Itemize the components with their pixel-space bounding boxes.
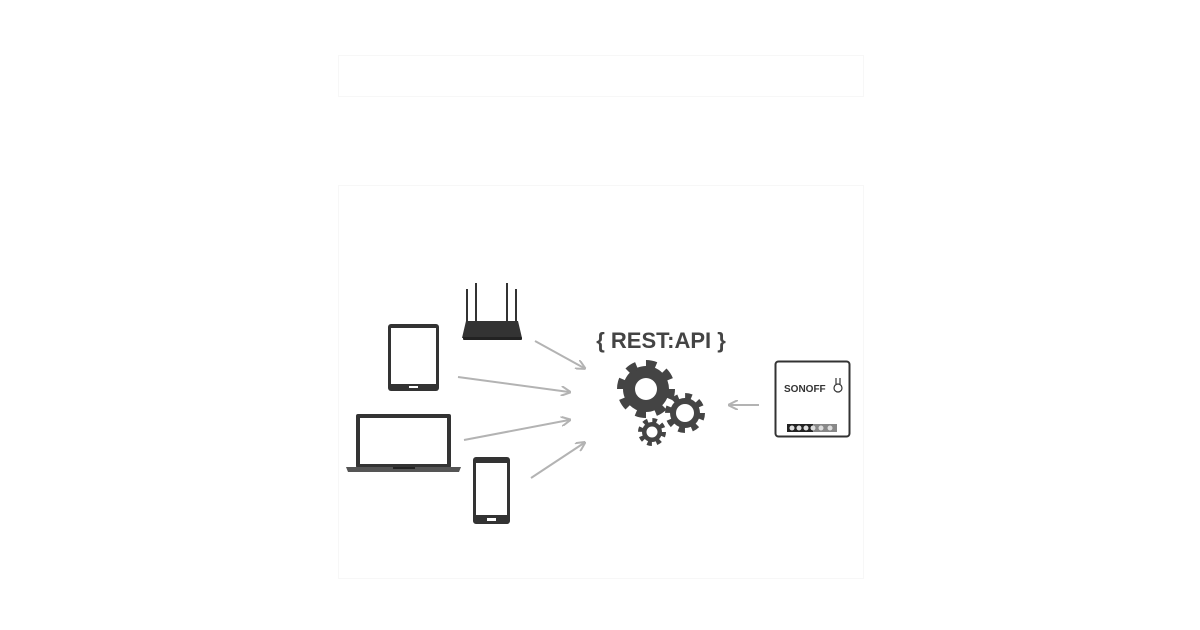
gear-large-icon — [617, 360, 675, 418]
rest-api-title: { REST:API } — [596, 328, 726, 353]
gears-icon — [617, 360, 705, 446]
arrow-router — [534, 340, 584, 368]
smartphone-icon — [473, 457, 510, 524]
top-panel — [338, 55, 864, 97]
arrows — [457, 340, 759, 479]
router-icon — [462, 283, 522, 340]
diagram-panel — [338, 185, 864, 579]
arrow-phone — [530, 443, 584, 479]
sonoff-device-icon: SONOFF — [774, 360, 851, 438]
button-icon — [833, 378, 843, 393]
arrow-tablet — [457, 376, 569, 392]
terminal-block — [787, 424, 837, 432]
gear-medium-icon — [665, 393, 705, 433]
laptop-icon — [346, 414, 461, 472]
tablet-icon — [388, 324, 439, 391]
gear-small-icon — [638, 418, 666, 446]
sonoff-logo: SONOFF — [784, 384, 826, 395]
arrow-laptop — [463, 420, 569, 441]
